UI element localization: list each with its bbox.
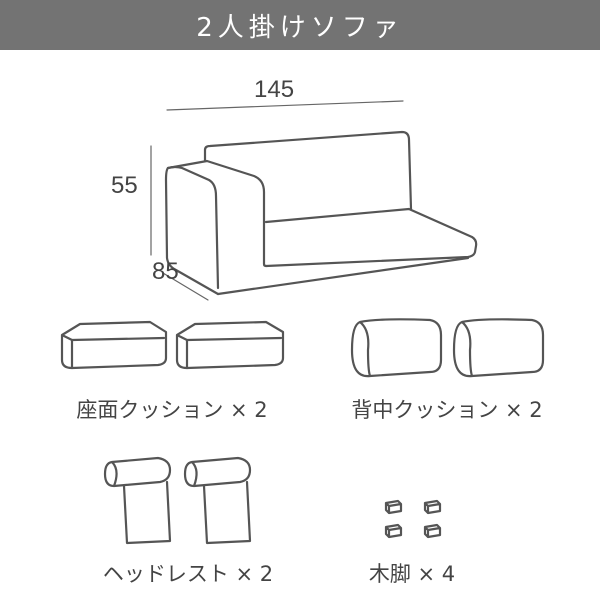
seat-cushions (60, 320, 285, 370)
back-cushions (350, 318, 545, 378)
depth-line (162, 272, 209, 301)
wooden-legs (384, 499, 442, 539)
dimension-lines (150, 100, 404, 301)
depth-label: 85 (152, 258, 179, 285)
headrests (103, 456, 252, 545)
width-label: 145 (254, 76, 295, 103)
seat-cushion-label: 座面クッション × 2 (76, 398, 268, 422)
back-cushion-label: 背中クッション × 2 (351, 398, 543, 422)
width-line (166, 100, 404, 111)
page-title: 2人掛けソファ (196, 12, 404, 43)
height-label: 55 (111, 172, 138, 199)
wooden-legs-label: 木脚 × 4 (368, 562, 456, 586)
headrest-label: ヘッドレスト × 2 (102, 562, 274, 586)
sofa-illustration (164, 130, 478, 296)
title-banner: 2人掛けソファ (0, 0, 600, 50)
